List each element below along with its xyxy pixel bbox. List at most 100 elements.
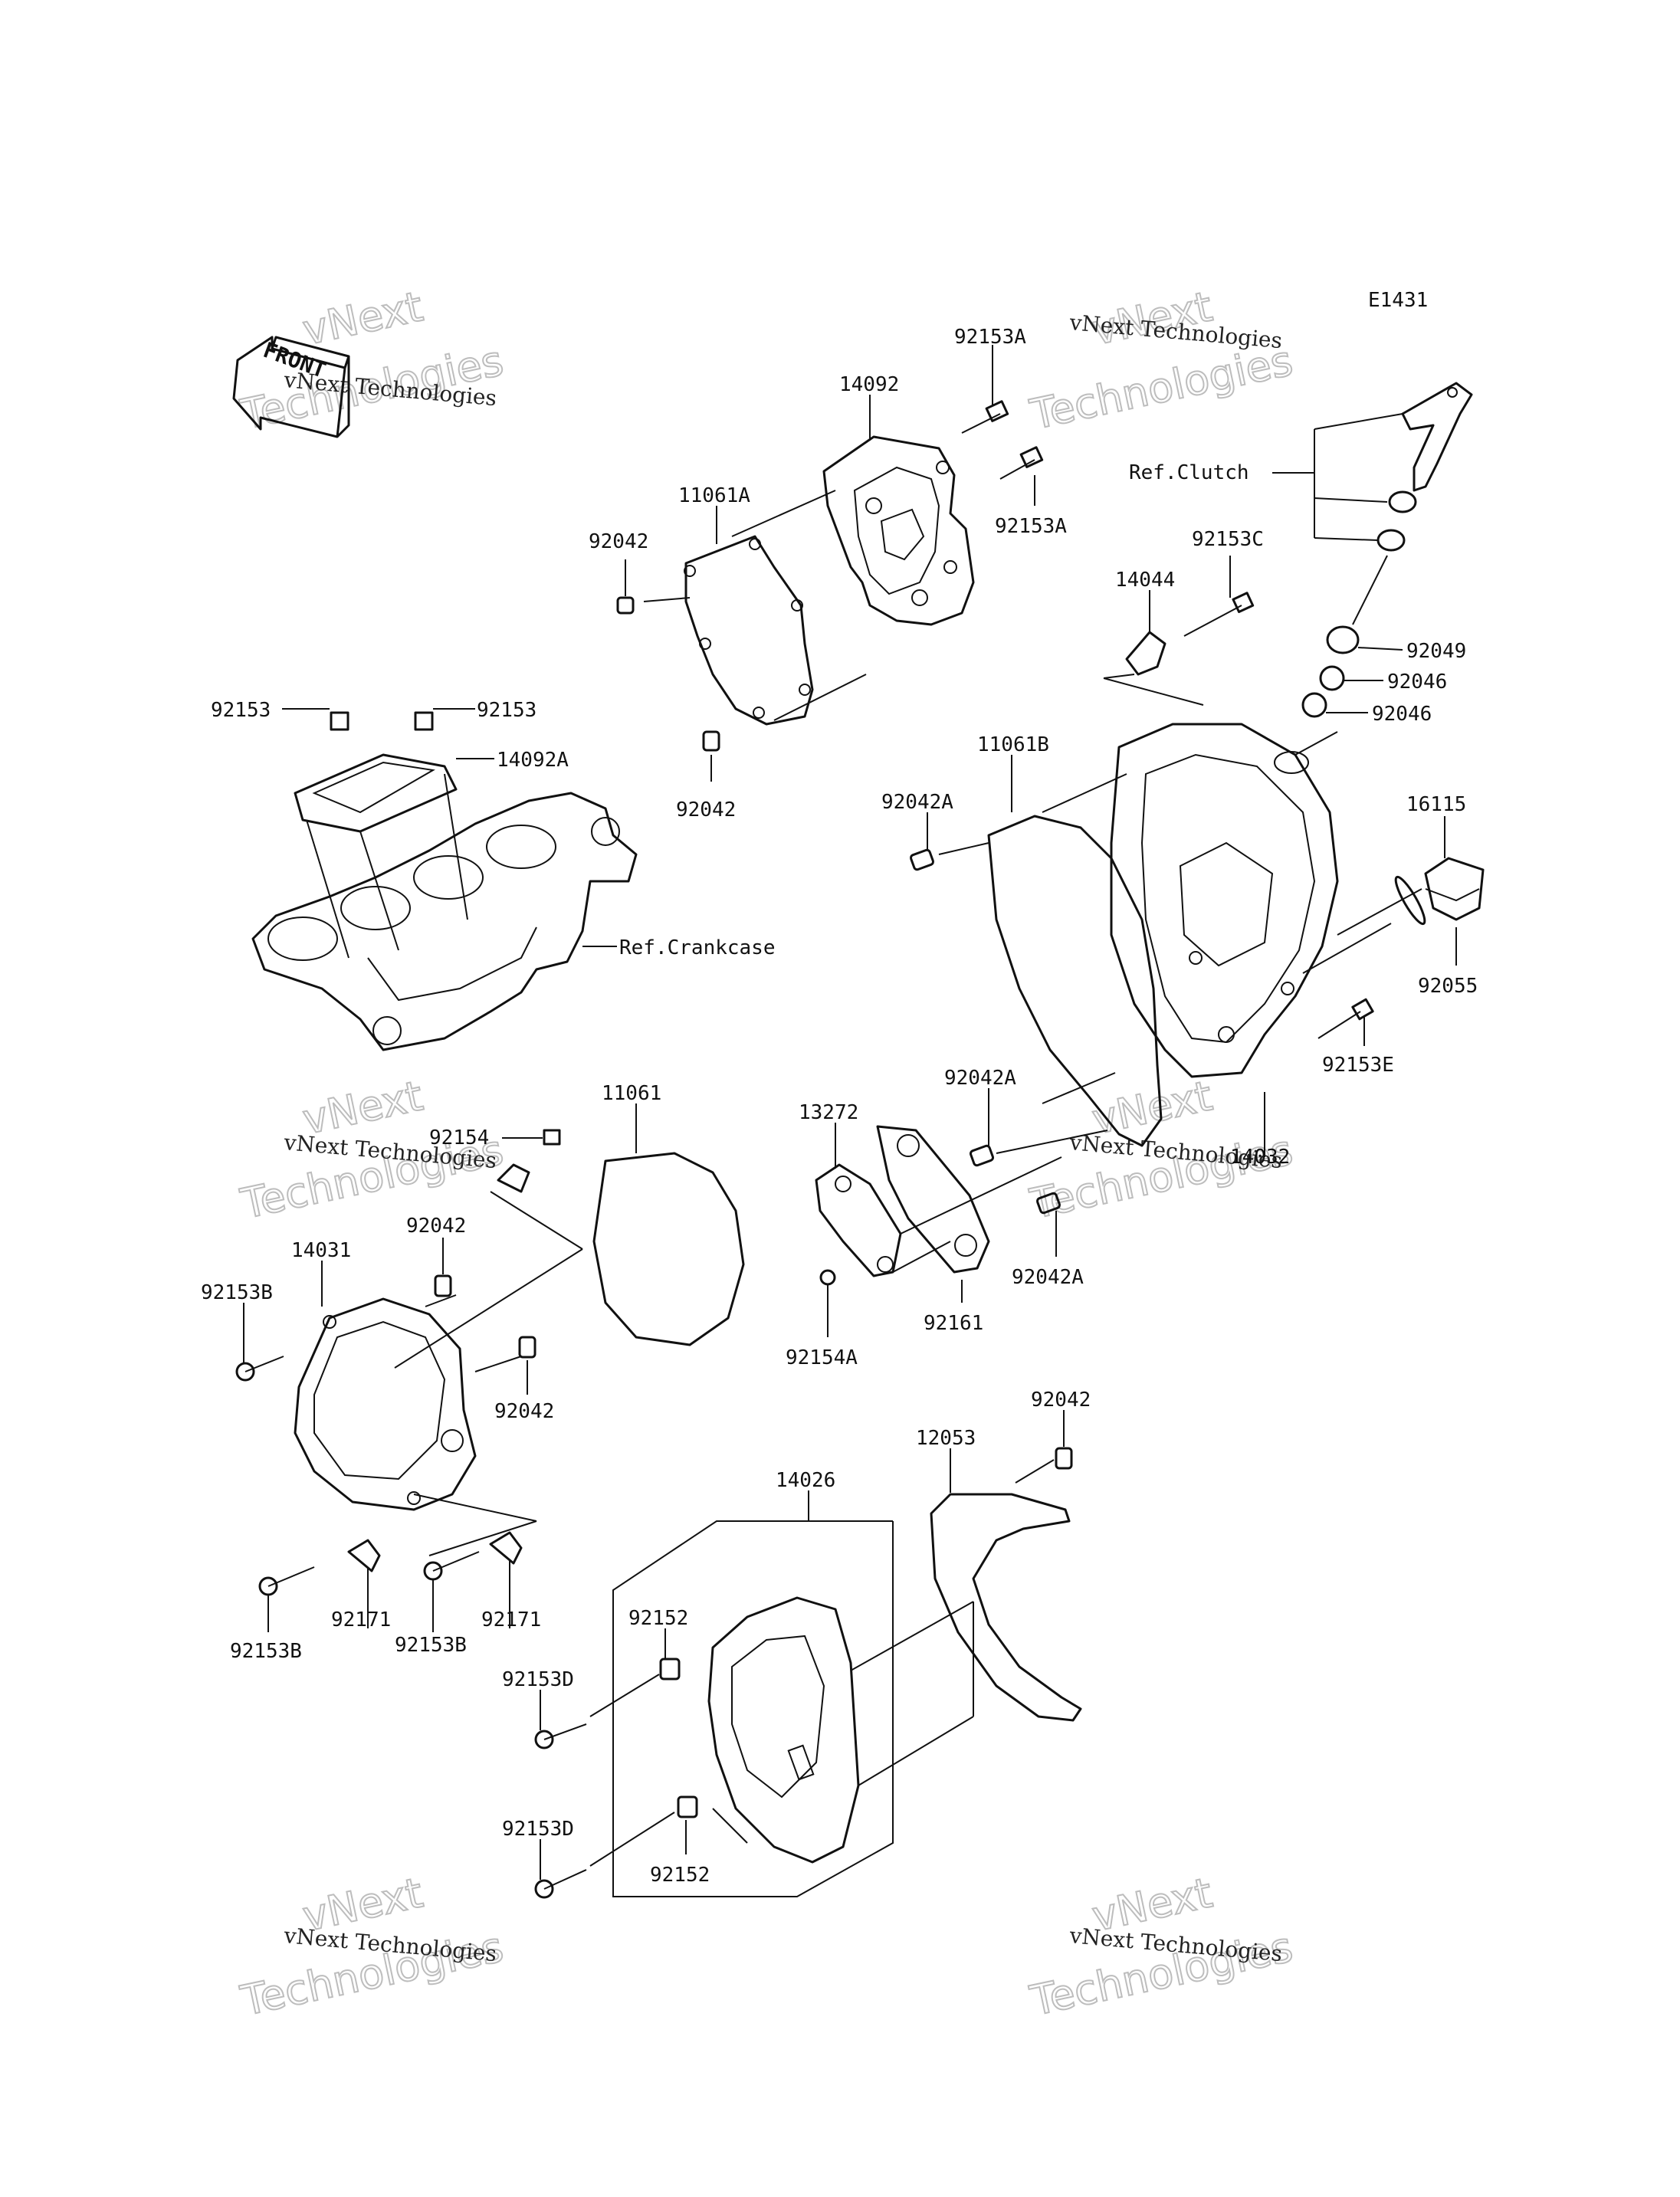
label-92046-a: 92046 [1387, 671, 1447, 694]
plate-13272 [815, 1163, 902, 1277]
dowel-92042-d [518, 1336, 536, 1359]
label-14092A: 14092A [497, 749, 569, 772]
label-12053: 12053 [916, 1427, 976, 1450]
bolt-92154 [543, 1129, 561, 1146]
part-labels: 92153A 14092 92153A 11061A 92042 92042 9… [201, 326, 1478, 1887]
cover-14092 [822, 435, 975, 626]
cover-14032 [1110, 723, 1339, 1078]
label-14092: 14092 [839, 373, 899, 396]
label-92153D-b: 92153D [502, 1818, 574, 1841]
label-92042-b: 92042 [676, 798, 736, 821]
bolt-92153B-c [423, 1551, 480, 1581]
oring-small [1376, 529, 1406, 552]
watermark-bottom-right: vNext Technologies vNext Technologies [1025, 1867, 1298, 2026]
label-92171-a: 92171 [331, 1608, 391, 1631]
label-11061A: 11061A [678, 484, 750, 507]
label-92046-b: 92046 [1372, 703, 1432, 726]
label-92153B-a: 92153B [201, 1281, 273, 1304]
dowel-92042A-a [909, 848, 935, 871]
label-92152-b: 92152 [650, 1864, 710, 1887]
bolt-92153B-a [235, 1356, 284, 1382]
clip-bracket [497, 1163, 530, 1193]
label-92042-d: 92042 [494, 1400, 554, 1423]
label-ref-crankcase: Ref.Crankcase [619, 936, 776, 959]
label-16115: 16115 [1406, 793, 1466, 816]
label-ref-clutch: Ref.Clutch [1129, 461, 1249, 484]
label-92154: 92154 [429, 1126, 489, 1149]
bolt-92153E [1317, 1011, 1361, 1039]
label-92152-a: 92152 [628, 1607, 688, 1630]
bolt-92153D-a [534, 1723, 587, 1749]
bolt-92153-left [330, 711, 349, 731]
clamp-92171-a [347, 1539, 381, 1572]
gasket-11061A [684, 535, 814, 726]
label-92042-e: 92042 [1031, 1389, 1091, 1412]
label-92055: 92055 [1418, 975, 1478, 998]
bracket-14044 [1125, 631, 1166, 676]
label-92042-c: 92042 [406, 1215, 466, 1238]
bolt-92153B-b [258, 1566, 315, 1596]
gasket-11061B [987, 815, 1163, 1147]
bolt-92153A-mid [999, 446, 1044, 480]
watermark-mid-left: vNext Technologies vNext Technologies [236, 1071, 508, 1229]
seal-92049 [1326, 625, 1360, 654]
label-92153E: 92153E [1322, 1054, 1394, 1077]
svg-text:Technologies: Technologies [1026, 336, 1297, 439]
watermark-top-right: vNext Technologies vNext Technologies [1025, 281, 1298, 440]
dowel-92042-c [434, 1274, 452, 1297]
spring-clip [1388, 490, 1417, 513]
gasket-11061 [592, 1152, 745, 1346]
oil-cap-16115 [1424, 857, 1485, 921]
clutch-lever [1401, 382, 1473, 492]
label-92042A-a: 92042A [881, 791, 953, 814]
bolt-92153A-top [961, 400, 1009, 434]
label-92042A-b: 92042A [944, 1067, 1016, 1090]
label-13272: 13272 [799, 1101, 858, 1124]
cover-14026 [707, 1596, 860, 1864]
label-92171-b: 92171 [481, 1608, 541, 1631]
label-11061: 11061 [602, 1082, 661, 1105]
label-14044: 14044 [1115, 569, 1175, 592]
bolt-92153C [1183, 605, 1242, 637]
label-14032: 14032 [1230, 1146, 1290, 1169]
label-92161: 92161 [924, 1312, 983, 1335]
bolt-92153-right [414, 711, 434, 731]
label-92153-right: 92153 [477, 699, 536, 722]
dowel-92042-e [1055, 1447, 1073, 1470]
label-14026: 14026 [776, 1469, 835, 1492]
spacer-92152-b [677, 1795, 698, 1818]
label-14031: 14031 [291, 1239, 351, 1262]
oring-92055 [1394, 875, 1426, 926]
label-92153A-mid: 92153A [995, 515, 1067, 538]
bush-92046-b [1301, 692, 1327, 718]
bolt-92153D-b [534, 1869, 587, 1899]
label-92153-left: 92153 [211, 699, 271, 722]
svg-text:vNext: vNext [299, 282, 427, 354]
label-92153D-a: 92153D [502, 1668, 574, 1691]
bush-92046-a [1319, 665, 1345, 691]
watermark-bottom-left: vNext Technologies vNext Technologies [236, 1867, 508, 2026]
label-92153C: 92153C [1192, 528, 1264, 551]
label-92049: 92049 [1406, 640, 1466, 663]
label-92042-a: 92042 [589, 530, 648, 553]
bolt-92154A [819, 1269, 836, 1286]
dowel-92042A-b [969, 1144, 995, 1167]
dowel-92042-b [702, 730, 720, 752]
gasket-92161 [876, 1125, 990, 1274]
label-92042A-c: 92042A [1012, 1266, 1084, 1289]
label-92153B-b: 92153B [230, 1640, 302, 1663]
label-92154A: 92154A [786, 1346, 858, 1369]
dowel-92042A-c [1035, 1192, 1061, 1215]
guide-12053 [930, 1493, 1082, 1722]
clamp-92171-b [489, 1531, 523, 1565]
label-11061B: 11061B [977, 733, 1049, 756]
crankcase-block [251, 792, 638, 1051]
plate-14092A [294, 753, 458, 833]
dowel-92042-a [616, 596, 635, 615]
label-92153A-top: 92153A [954, 326, 1026, 349]
spacer-92152-a [659, 1658, 681, 1681]
label-92153B-c: 92153B [395, 1634, 467, 1657]
cover-14031 [294, 1297, 477, 1511]
leader-lines [243, 345, 1457, 1897]
